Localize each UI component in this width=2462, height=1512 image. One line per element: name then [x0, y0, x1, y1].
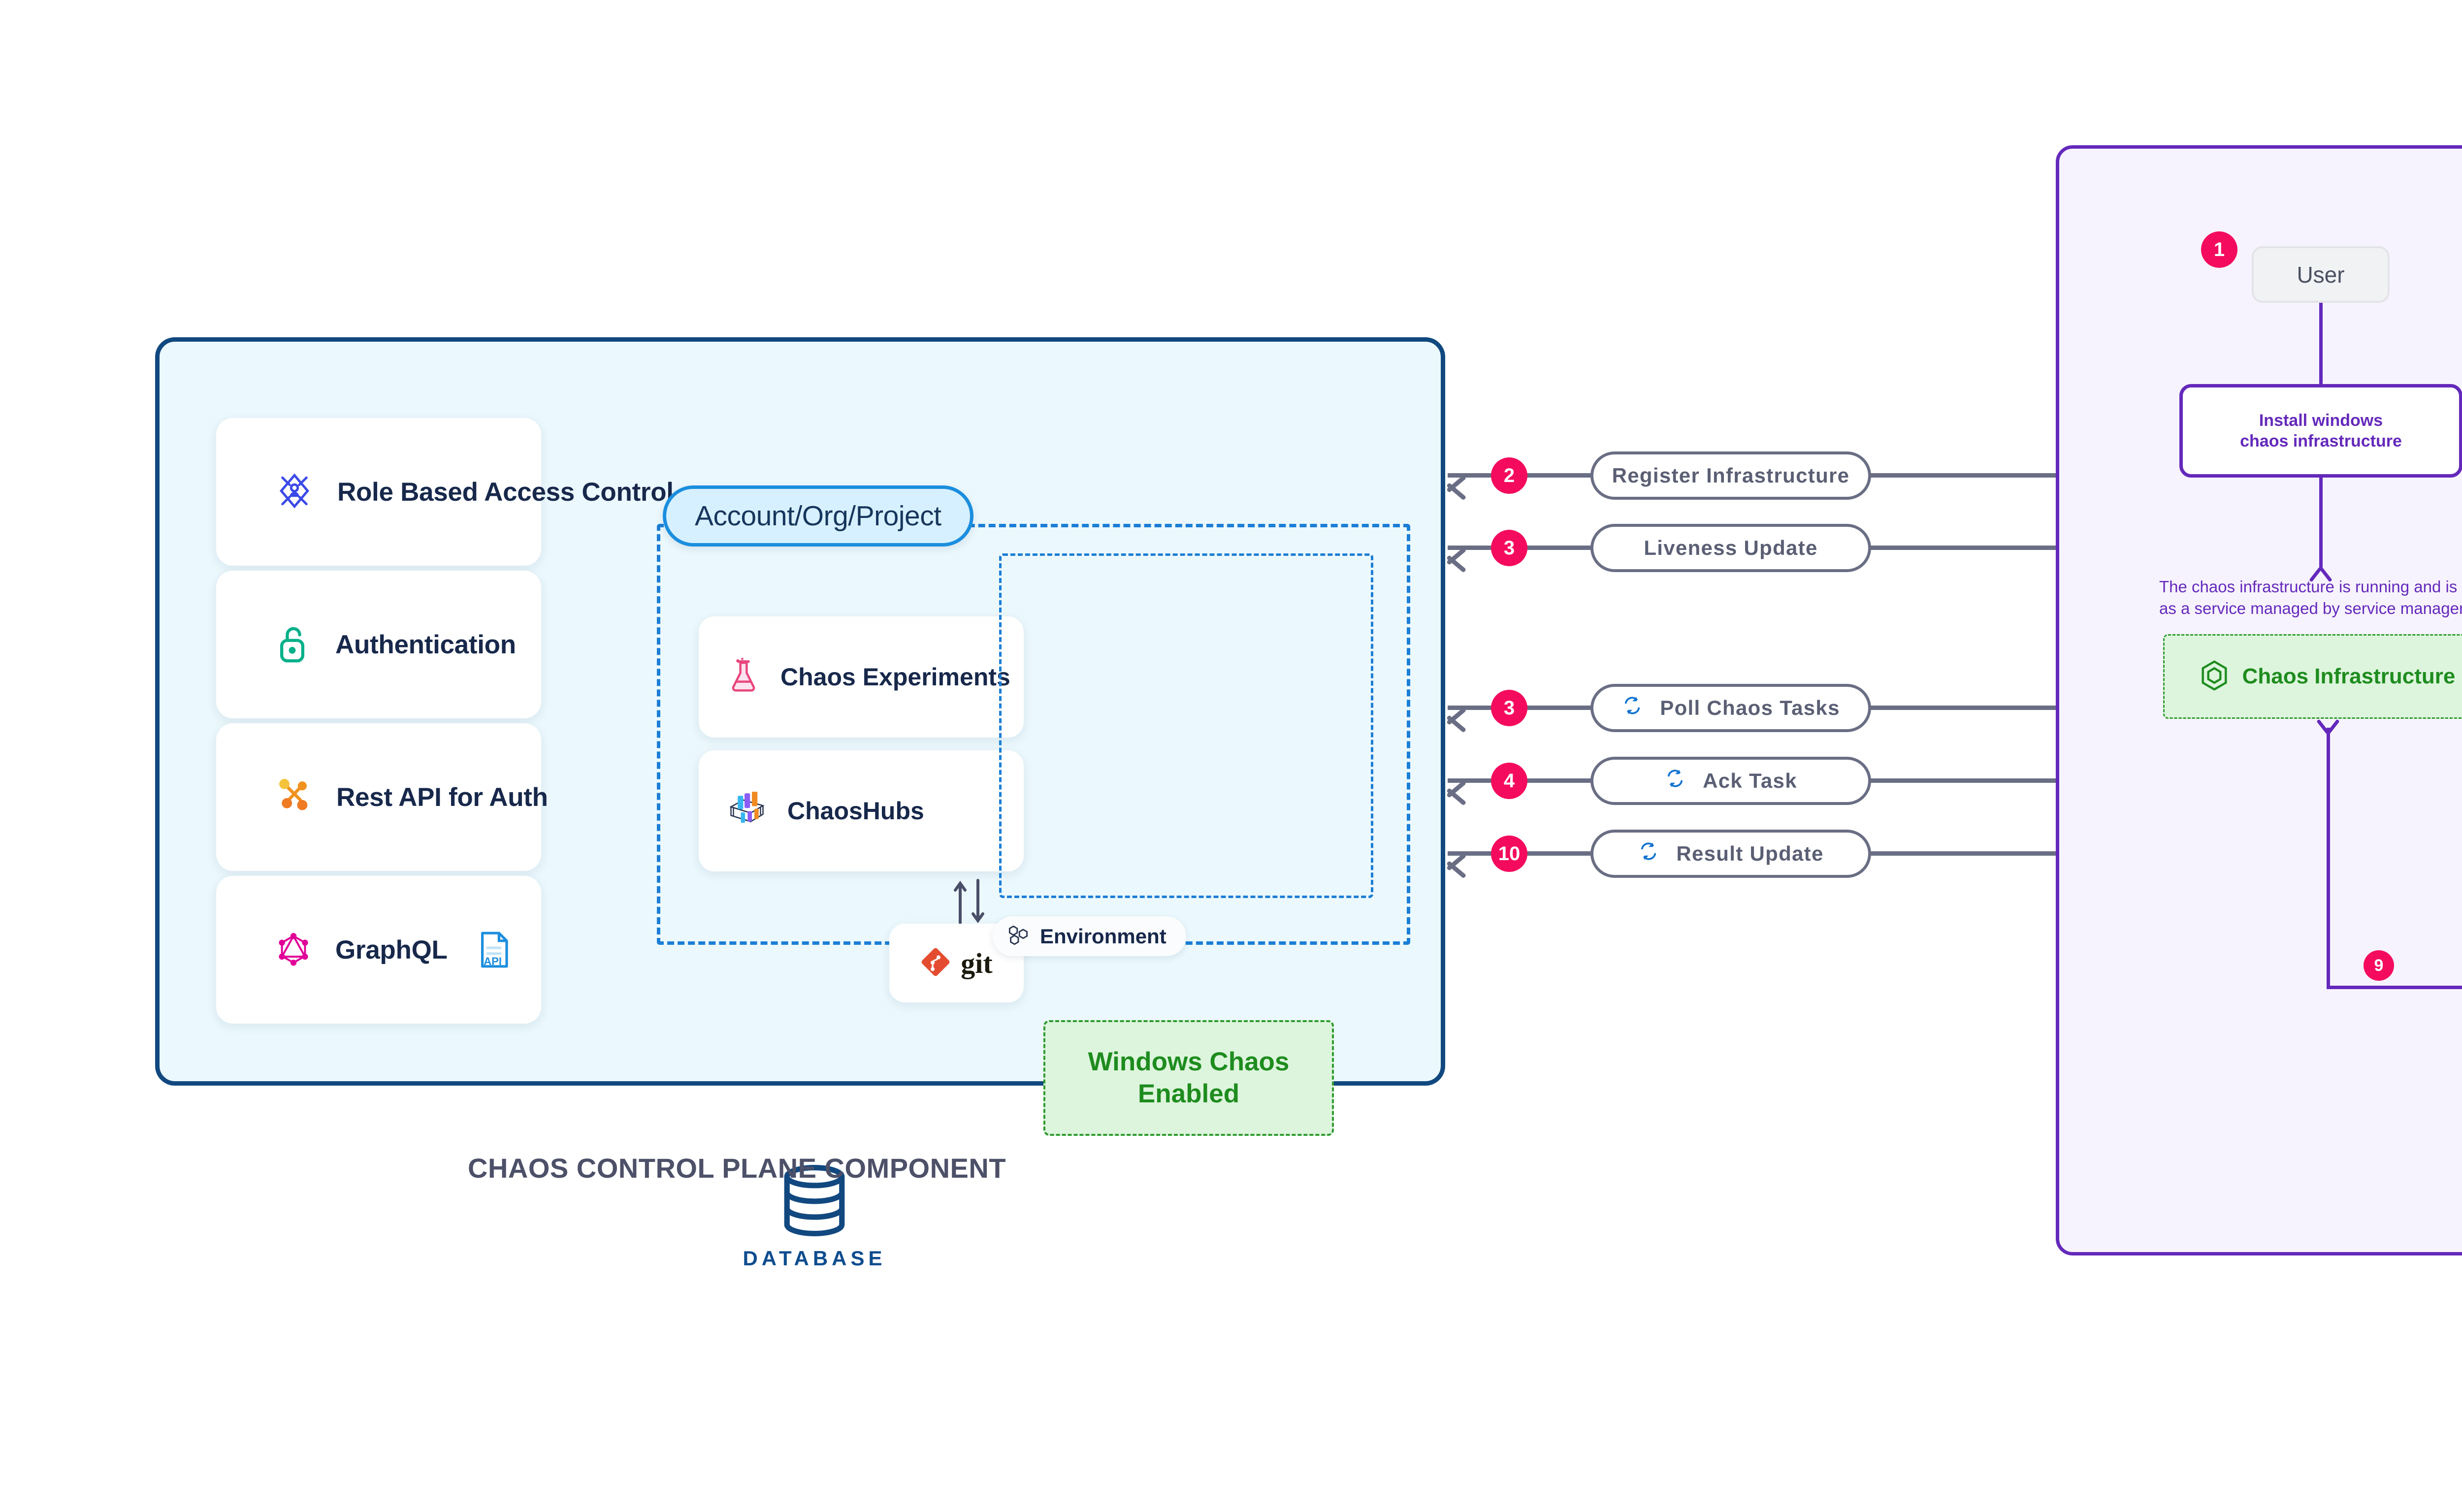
svg-text:API: API [484, 955, 502, 967]
step-label: Ack Task [1703, 769, 1797, 792]
step-label: Result Update [1676, 842, 1824, 865]
database-icon [782, 1165, 846, 1238]
sync-icon [1621, 695, 1643, 721]
card-label: Authentication [335, 630, 516, 659]
card-chaos-experiments[interactable]: Chaos Experiments [699, 616, 1024, 738]
database-label: DATABASE [743, 1247, 886, 1270]
card-graphql[interactable]: GraphQL API [216, 876, 541, 1024]
badge-step: 3 [1491, 530, 1527, 566]
api-branch-icon [275, 777, 313, 818]
card-label: Role Based Access Control [337, 477, 674, 507]
edge-install-to-infra [2319, 478, 2323, 569]
badge-step-1: 1 [2201, 231, 2237, 268]
environment-label: Environment [1040, 924, 1166, 948]
card-label: Rest API for Auth [336, 782, 548, 812]
card-label: ChaosHubs [787, 797, 924, 825]
test-tube-rack-icon [727, 791, 767, 831]
api-document-icon: API [478, 931, 510, 969]
account-org-project-pill[interactable]: Account/Org/Project [663, 485, 973, 547]
flask-icon [727, 657, 760, 697]
chaos-infrastructure-label: Chaos Infrastructure [2242, 664, 2456, 688]
card-git[interactable]: git [889, 924, 1024, 1002]
badge-step: 10 [1491, 836, 1527, 872]
card-authentication[interactable]: Authentication [216, 571, 541, 718]
control-plane-caption: CHAOS CONTROL PLANE COMPONENT [468, 1153, 1006, 1184]
card-role-based-access-control[interactable]: Role Based Access Control [216, 418, 674, 566]
step-pill-liveness-update[interactable]: Liveness Update [1590, 524, 1871, 572]
infra-note-line2: as a service managed by service manager [2159, 599, 2462, 617]
environment-region [999, 553, 1373, 898]
install-label-line1: Install windows [2259, 411, 2383, 430]
infra-note-line1: The chaos infrastructure is running and … [2159, 578, 2458, 596]
environment-pill[interactable]: Environment [993, 916, 1186, 956]
card-label: Chaos Experiments [780, 663, 1010, 691]
git-icon [920, 947, 951, 980]
hexagon-icon [2201, 660, 2228, 693]
badge-step: 4 [1491, 763, 1527, 799]
step-label: Liveness Update [1644, 536, 1818, 559]
card-rest-api-for-auth[interactable]: Rest API for Auth [216, 723, 548, 871]
chaoshub-git-sync-arrows [944, 878, 994, 926]
sync-icon [1638, 840, 1659, 867]
step-pill-register-infrastructure[interactable]: Register Infrastructure [1590, 451, 1871, 500]
rbac-icon [275, 472, 314, 513]
database-node: DATABASE [733, 1165, 896, 1270]
edge-genfault-up [2327, 728, 2330, 989]
badge-step: 3 [1491, 690, 1527, 726]
badge-step-9: 9 [2364, 950, 2394, 981]
infra-running-note: The chaos infrastructure is running and … [2159, 576, 2462, 619]
card-chaoshubs[interactable]: ChaosHubs [699, 750, 1024, 871]
sync-icon [1664, 768, 1686, 794]
chaos-infrastructure-node[interactable]: Chaos Infrastructure [2163, 634, 2462, 719]
install-windows-chaos-infrastructure-box[interactable]: Install windows chaos infrastructure [2179, 384, 2462, 478]
step-pill-ack-task[interactable]: Ack Task [1590, 757, 1871, 805]
chaos-control-plane-panel: Role Based Access Control Authentication… [155, 337, 1445, 1270]
step-label: Poll Chaos Tasks [1660, 696, 1840, 719]
install-label-line2: chaos infrastructure [2240, 432, 2402, 450]
user-node[interactable]: User [2252, 246, 2390, 303]
step-pill-result-update[interactable]: Result Update [1590, 830, 1871, 878]
card-label: git [961, 947, 993, 979]
graphql-icon [275, 931, 312, 969]
hexagon-cluster-icon [1007, 924, 1029, 948]
card-label: GraphQL [335, 935, 448, 965]
step-pill-poll-chaos-tasks[interactable]: Poll Chaos Tasks [1590, 684, 1871, 732]
badge-step: 2 [1491, 457, 1527, 494]
edge-user-to-install [2319, 303, 2323, 386]
lock-icon [275, 624, 312, 665]
step-label: Register Infrastructure [1612, 464, 1850, 487]
edge-genfault-left [2327, 986, 2462, 989]
windows-chaos-status: Windows Chaos Enabled [1043, 1020, 1334, 1136]
